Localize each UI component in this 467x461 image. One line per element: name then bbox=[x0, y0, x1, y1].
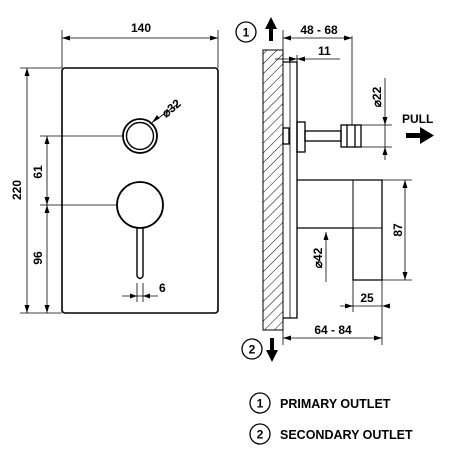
side-view: 1 2 PULL 48 - 68 11 ⌀22 87 ⌀ bbox=[235, 17, 434, 362]
dim-plate-thickness: 11 bbox=[318, 44, 331, 58]
dim-width-140: 140 bbox=[131, 21, 151, 35]
stem-collar bbox=[296, 121, 306, 153]
legend-label-secondary: SECONDARY OUTLET bbox=[280, 428, 413, 442]
pull-indicator: PULL bbox=[402, 112, 434, 144]
legend: 1 PRIMARY OUTLET 2 SECONDARY OUTLET bbox=[249, 392, 413, 445]
svg-text:1: 1 bbox=[243, 26, 250, 40]
side-arrowheads bbox=[283, 35, 408, 341]
pull-label: PULL bbox=[402, 112, 433, 126]
dim-body-diameter: ⌀42 bbox=[311, 247, 325, 268]
dim-diameter-32-value: 32 bbox=[164, 96, 183, 116]
dim-body-height: 87 bbox=[391, 223, 405, 237]
mixer-handle-lever bbox=[136, 228, 144, 280]
front-dimension-lines bbox=[20, 30, 219, 314]
legend-item-primary-outlet: 1 PRIMARY OUTLET bbox=[249, 392, 391, 414]
legend-number-2: 2 bbox=[257, 428, 264, 442]
dim-depth-top: 48 - 68 bbox=[300, 23, 338, 37]
mixer-body bbox=[297, 179, 383, 281]
arrow-down-icon bbox=[266, 338, 278, 362]
legend-item-secondary-outlet: 2 SECONDARY OUTLET bbox=[249, 423, 413, 445]
diverter-cap bbox=[340, 124, 362, 148]
wall-section bbox=[262, 49, 284, 331]
dim-handle-width-6: 6 bbox=[159, 281, 166, 295]
cover-plate bbox=[61, 67, 219, 314]
dim-depth-bottom: 64 - 84 bbox=[314, 323, 352, 337]
svg-text:2: 2 bbox=[249, 343, 256, 357]
dim-body-diameter-value: 42 bbox=[311, 247, 325, 261]
mixer-handle-disc bbox=[116, 181, 164, 229]
diverter-knob-inner bbox=[125, 121, 155, 151]
front-view bbox=[61, 67, 219, 314]
arrow-right-icon bbox=[406, 127, 434, 144]
outlet-2-indicator: 2 bbox=[241, 338, 278, 362]
dim-stem-diameter: ⌀22 bbox=[370, 86, 384, 107]
legend-number-1: 1 bbox=[257, 397, 264, 411]
dim-gap-61: 61 bbox=[31, 165, 45, 179]
diverter-stem bbox=[304, 130, 342, 142]
side-dimension-lines bbox=[275, 30, 412, 345]
front-arrowheads bbox=[24, 35, 218, 313]
dim-diameter-32: ⌀32 bbox=[159, 96, 184, 120]
diverter-knob-outer bbox=[122, 118, 158, 154]
dim-height-220: 220 bbox=[10, 180, 24, 200]
dim-base-width: 25 bbox=[360, 291, 374, 305]
dim-stem-diameter-value: 22 bbox=[370, 86, 384, 100]
legend-label-primary: PRIMARY OUTLET bbox=[280, 397, 391, 411]
dim-gap-96: 96 bbox=[31, 251, 45, 265]
outlet-1-indicator: 1 bbox=[235, 17, 277, 43]
arrow-up-icon bbox=[265, 17, 277, 41]
